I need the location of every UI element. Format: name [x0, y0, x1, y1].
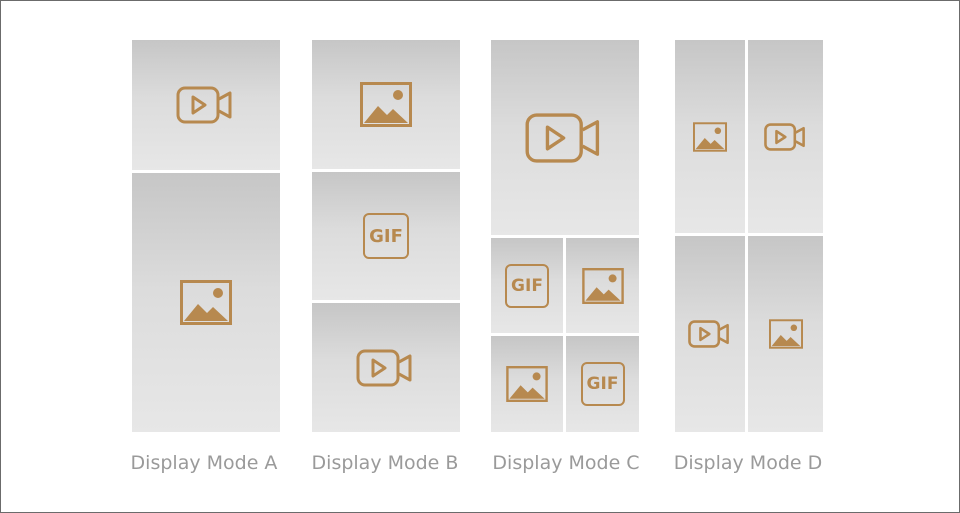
panel-top[interactable] — [312, 40, 460, 169]
panel-grid-4[interactable]: GIF — [566, 336, 639, 432]
panel-middle[interactable]: GIF — [312, 172, 460, 300]
panel-bottom[interactable] — [132, 173, 280, 432]
mode-d-label: Display Mode D — [673, 452, 823, 474]
gif-icon: GIF — [363, 213, 409, 259]
display-mode-d[interactable] — [675, 40, 823, 432]
display-mode-a[interactable] — [132, 40, 280, 432]
image-icon — [360, 82, 412, 127]
panel-grid-1[interactable]: GIF — [491, 238, 563, 333]
panel-grid-2[interactable] — [748, 40, 823, 233]
image-icon — [581, 267, 624, 304]
display-mode-b[interactable]: GIF — [312, 40, 460, 432]
panel-grid-2[interactable] — [566, 238, 639, 333]
video-icon — [525, 112, 600, 163]
image-icon — [693, 121, 727, 152]
mode-c-label: Display Mode C — [492, 452, 640, 474]
panel-grid-3[interactable] — [675, 236, 745, 432]
video-icon — [176, 86, 232, 124]
panel-bottom[interactable] — [312, 303, 460, 432]
video-icon — [356, 349, 412, 386]
gif-icon: GIF — [505, 263, 549, 308]
panel-top[interactable] — [132, 40, 280, 170]
video-icon — [688, 320, 729, 348]
mode-a-label: Display Mode A — [130, 452, 278, 474]
video-icon — [763, 122, 805, 151]
panel-grid-3[interactable] — [491, 336, 563, 432]
gif-label: GIF — [369, 225, 403, 247]
image-icon — [506, 366, 548, 402]
panel-grid-1[interactable] — [675, 40, 745, 233]
image-icon — [768, 319, 803, 349]
gif-label: GIF — [511, 275, 543, 296]
gif-icon: GIF — [580, 362, 625, 406]
panel-grid-4[interactable] — [748, 236, 823, 432]
image-icon — [180, 280, 232, 325]
display-mode-c[interactable]: GIF GIF — [491, 40, 639, 432]
gif-label: GIF — [586, 374, 619, 394]
mode-b-label: Display Mode B — [311, 452, 459, 474]
panel-top[interactable] — [491, 40, 639, 235]
